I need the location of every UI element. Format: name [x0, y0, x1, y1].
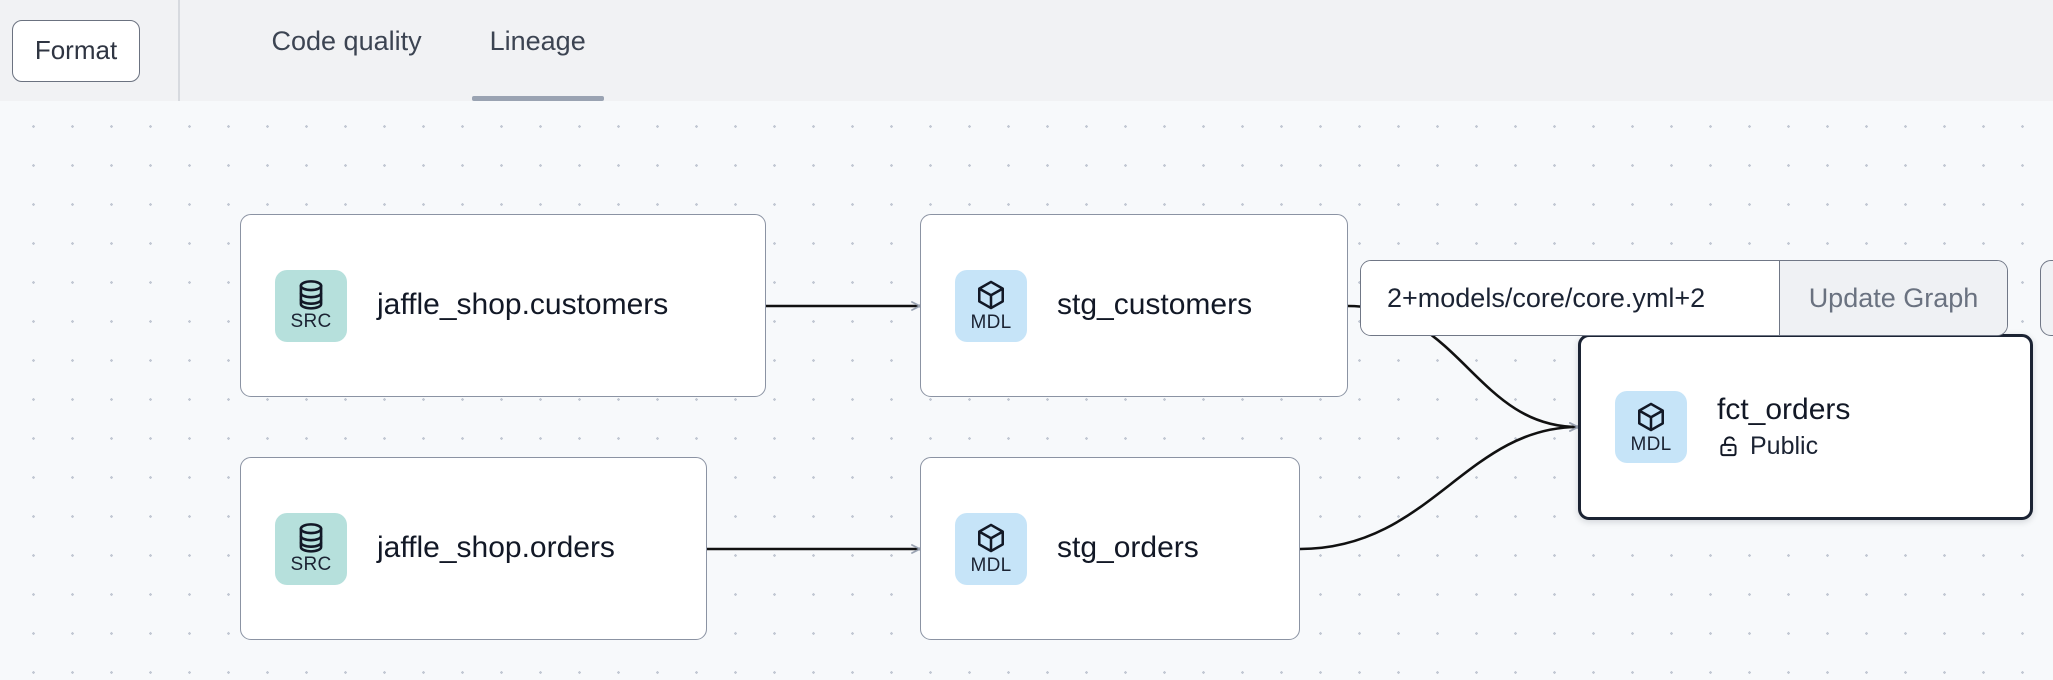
tab-active-indicator — [471, 96, 604, 101]
graph-node-stg-customers[interactable]: MDL stg_customers — [920, 214, 1348, 397]
tab-code-quality[interactable]: Code quality — [238, 18, 456, 101]
graph-selector-control: Update Graph — [1360, 260, 2008, 336]
node-body: stg_orders — [1057, 531, 1199, 566]
badge-label: SRC — [290, 554, 332, 575]
tab-code-quality-label: Code quality — [271, 26, 422, 56]
offscreen-panel-edge[interactable] — [2040, 260, 2053, 336]
badge-label: MDL — [1630, 433, 1672, 455]
node-title: jaffle_shop.orders — [377, 531, 615, 565]
tab-bar: Code quality Lineage — [238, 0, 620, 101]
cube-icon — [978, 523, 1004, 553]
node-body: jaffle_shop.orders — [377, 531, 615, 566]
node-access-badge: Public — [1717, 432, 1850, 461]
badge-label: MDL — [970, 555, 1012, 576]
lineage-canvas[interactable]: SRC jaffle_shop.customers MDL stg_custom… — [0, 101, 2053, 680]
unlock-icon — [1720, 436, 1737, 457]
badge-label: MDL — [970, 312, 1012, 333]
node-title: fct_orders — [1717, 393, 1851, 427]
graph-node-stg-orders[interactable]: MDL stg_orders — [920, 457, 1300, 640]
badge-label: SRC — [290, 311, 332, 332]
badge-mdl: MDL — [955, 512, 1027, 585]
cube-icon — [1638, 402, 1664, 431]
tab-lineage-label: Lineage — [489, 26, 586, 56]
database-icon — [299, 523, 323, 553]
graph-node-jaffle-shop-orders[interactable]: SRC jaffle_shop.orders — [240, 457, 707, 640]
graph-node-fct-orders[interactable]: MDL fct_orders Public — [1578, 334, 2033, 520]
format-button[interactable]: Format — [12, 19, 140, 82]
badge-src: SRC — [275, 269, 347, 342]
tab-lineage[interactable]: Lineage — [456, 18, 620, 101]
node-title: stg_orders — [1057, 531, 1199, 565]
toolbar-header: Format Code quality Lineage — [0, 0, 2053, 101]
badge-mdl: MDL — [1615, 391, 1687, 463]
node-body: jaffle_shop.customers — [377, 288, 668, 323]
graph-selector-input[interactable] — [1361, 261, 1779, 335]
header-divider — [178, 0, 180, 101]
cube-icon — [978, 280, 1004, 310]
graph-node-jaffle-shop-customers[interactable]: SRC jaffle_shop.customers — [240, 214, 766, 397]
database-icon — [299, 280, 323, 310]
badge-mdl: MDL — [955, 269, 1027, 342]
node-body: stg_customers — [1057, 288, 1252, 323]
node-body: fct_orders Public — [1717, 393, 1850, 461]
node-title: stg_customers — [1057, 288, 1253, 322]
badge-src: SRC — [275, 512, 347, 585]
node-access-label: Public — [1750, 431, 1819, 460]
update-graph-button[interactable]: Update Graph — [1779, 261, 2007, 335]
node-title: jaffle_shop.customers — [377, 288, 669, 322]
edge-stg-orders-to-fct-orders — [1299, 422, 1579, 551]
